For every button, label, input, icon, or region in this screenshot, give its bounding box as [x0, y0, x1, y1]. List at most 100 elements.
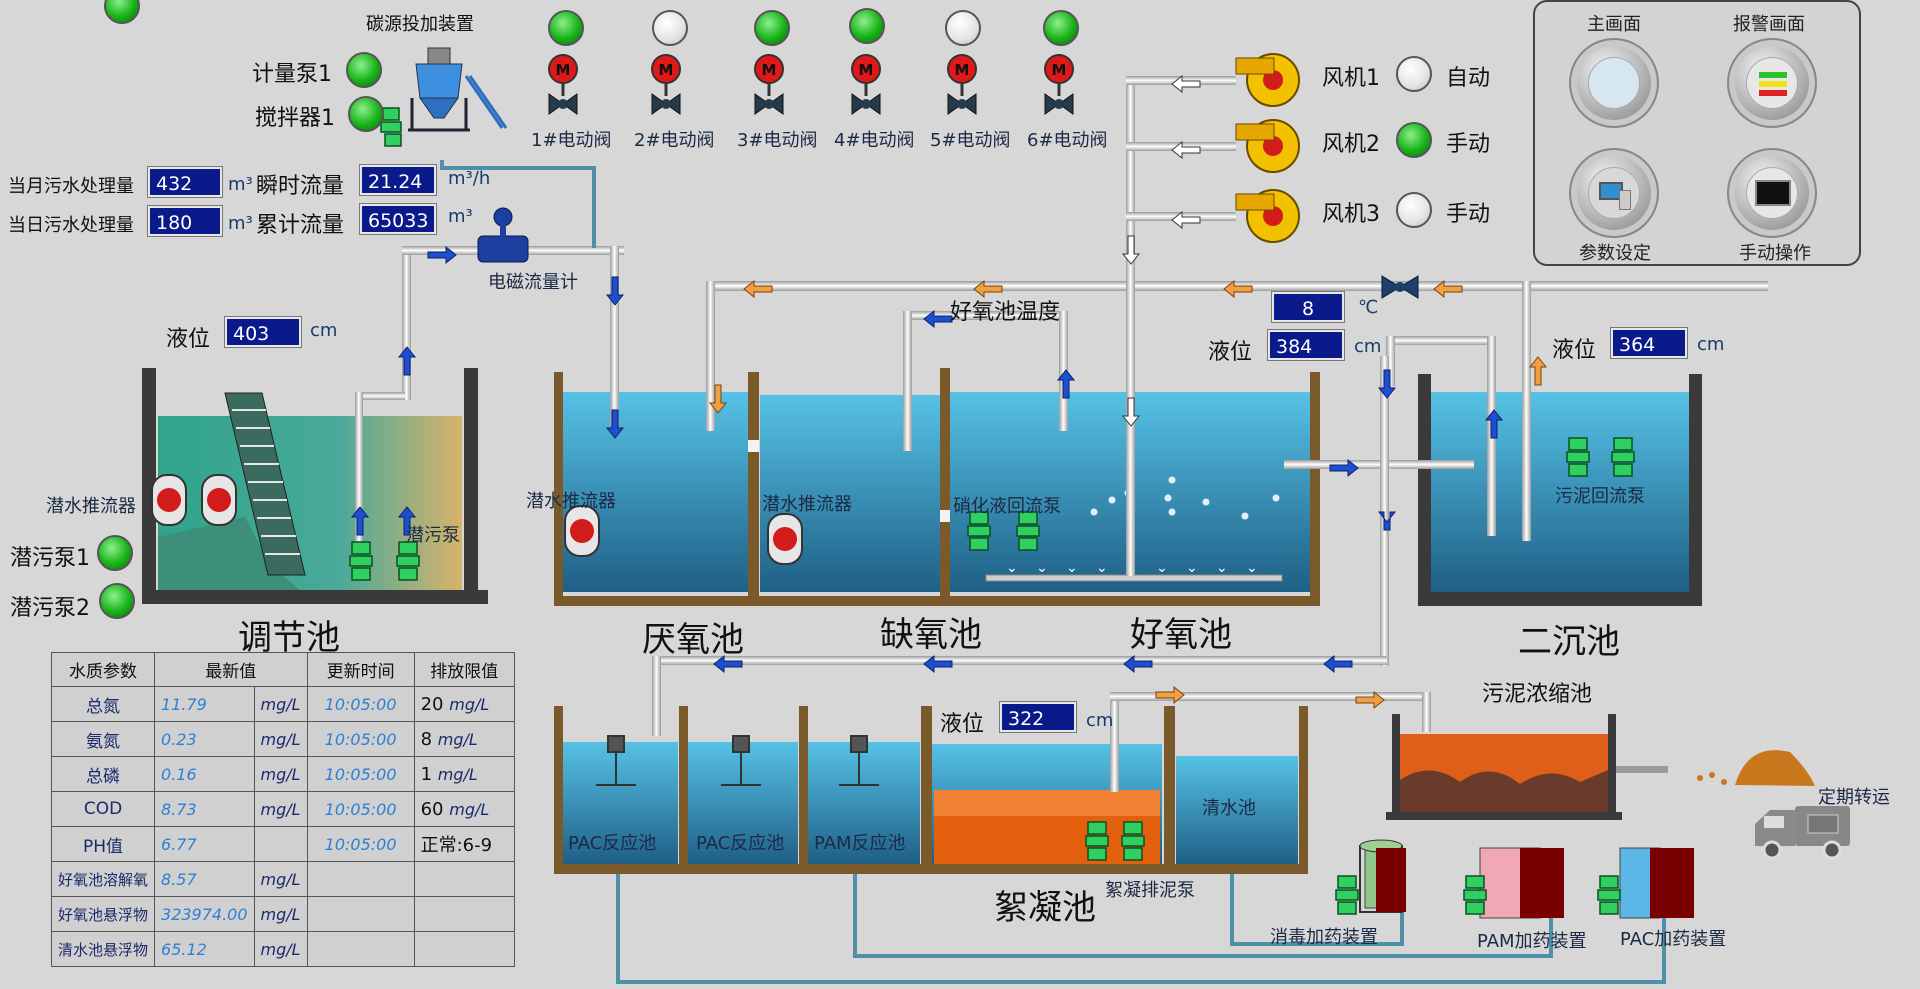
regulating-level-label: 液位	[166, 327, 211, 352]
update-time: 10:05:00	[306, 686, 415, 722]
header-param: 水质参数	[50, 652, 156, 687]
main-screen-button[interactable]	[1569, 38, 1659, 128]
limit-unit: mg/L	[449, 799, 490, 819]
dosing-pipes	[440, 160, 1666, 984]
update-time: 10:05:00	[306, 791, 415, 827]
limit-cell: 20 mg/L	[413, 686, 516, 722]
total-flow-unit: m³	[448, 206, 473, 227]
header-time: 更新时间	[306, 652, 415, 687]
day-volume-label: 当日污水处理量	[8, 215, 134, 236]
regulating-level-value: 403	[225, 317, 301, 347]
mixer-lamp[interactable]	[348, 96, 384, 132]
secondary-level-label: 液位	[1552, 338, 1597, 363]
aerobic-temp-value: 8	[1272, 292, 1344, 322]
pam-dosing-label: PAM加药装置	[1477, 931, 1587, 952]
param-name: 清水池悬浮物	[50, 931, 156, 967]
coagulation-title: 絮凝池	[994, 888, 1096, 928]
fan-3-status-lamp[interactable]	[1396, 192, 1432, 228]
sewage-pump1-lamp[interactable]	[97, 535, 133, 571]
pipes	[355, 76, 1768, 792]
valve6-lamp	[1043, 10, 1079, 46]
regulating-pump-label: 潜污泵	[406, 525, 460, 546]
valve3-lamp	[754, 10, 790, 46]
blower-icon	[1235, 119, 1300, 173]
pump-icon	[967, 511, 991, 551]
aerobic-level-unit: cm	[1354, 336, 1382, 357]
coagulation-level-label: 液位	[940, 712, 985, 737]
pac-tank2-label: PAC反应池	[696, 833, 785, 854]
limit-value: 60	[420, 798, 444, 820]
nitrate-return-pump-label: 硝化液回流泵	[953, 496, 1061, 517]
anaerobic-pusher-label: 潜水推流器	[526, 491, 616, 512]
aerobic-temp-unit: ℃	[1358, 297, 1379, 318]
motor-marker: M	[762, 61, 777, 79]
manual-operation-button[interactable]	[1727, 148, 1817, 238]
param-unit: mg/L	[253, 686, 308, 722]
update-time	[306, 931, 415, 967]
fan-1-mode[interactable]: 自动	[1446, 66, 1491, 91]
motor-marker: M	[859, 61, 874, 79]
param-value: 65.12	[154, 931, 255, 967]
meter-pump-lamp[interactable]	[346, 52, 382, 88]
aerobic-level-label: 液位	[1208, 340, 1253, 365]
sewage-pump1-label: 潜污泵1	[10, 546, 90, 571]
param-value: 323974.00	[154, 896, 255, 932]
secondary-level-value: 364	[1611, 328, 1687, 358]
param-name: 总氮	[50, 686, 156, 722]
aerobic-title: 好氧池	[1130, 615, 1232, 655]
meter-pump-label: 计量泵1	[252, 62, 332, 87]
mixer-label: 搅拌器1	[255, 106, 335, 131]
anaerobic-title: 厌氧池	[642, 620, 744, 660]
alarm-screen-button[interactable]	[1727, 38, 1817, 128]
param-name: 氨氮	[50, 721, 156, 757]
pac-dosing-label: PAC加药装置	[1620, 929, 1727, 950]
limit-value: 8	[420, 728, 433, 750]
fan-1-status-lamp[interactable]	[1396, 56, 1432, 92]
param-unit	[253, 826, 308, 862]
disinfect-dosing-label: 消毒加药装置	[1270, 927, 1378, 948]
param-name: PH值	[50, 826, 156, 862]
flowmeter-label: 电磁流量计	[488, 272, 578, 293]
alarm-screen-icon	[1746, 57, 1798, 109]
limit-unit: mg/L	[437, 764, 478, 784]
limit-unit: mg/L	[437, 729, 478, 749]
param-settings-button[interactable]	[1569, 148, 1659, 238]
param-value: 0.16	[154, 756, 255, 792]
month-volume-unit: m³	[228, 174, 253, 195]
fan-3-mode[interactable]: 手动	[1446, 202, 1491, 227]
fan-2-mode[interactable]: 手动	[1446, 132, 1491, 157]
update-time	[306, 896, 415, 932]
pump-icon	[1611, 437, 1635, 477]
pac-tank1-label: PAC反应池	[568, 833, 657, 854]
valve-1-label: 1#电动阀	[531, 130, 612, 151]
svg-text:⌄: ⌄	[1186, 560, 1198, 576]
sewage-pump2-lamp[interactable]	[99, 583, 135, 619]
sludge-thickener	[1386, 714, 1815, 820]
blower-icon	[1235, 53, 1300, 107]
param-unit: mg/L	[253, 931, 308, 967]
svg-text:⌄: ⌄	[1246, 560, 1258, 576]
sludge-thickener-title: 污泥浓缩池	[1482, 682, 1593, 707]
fan-2-status-lamp[interactable]	[1396, 122, 1432, 158]
instant-flow-unit: m³/h	[448, 168, 491, 189]
motor-marker: M	[1052, 61, 1067, 79]
flow-arrows	[350, 74, 1548, 710]
total-flow-value: 65033	[360, 204, 436, 234]
param-value: 8.73	[154, 791, 255, 827]
carbon-dosing-device	[408, 47, 508, 132]
regulating-pusher-label: 潜水推流器	[46, 496, 136, 517]
param-unit: mg/L	[253, 721, 308, 757]
computer-icon	[1588, 167, 1640, 219]
param-unit: mg/L	[253, 861, 308, 897]
